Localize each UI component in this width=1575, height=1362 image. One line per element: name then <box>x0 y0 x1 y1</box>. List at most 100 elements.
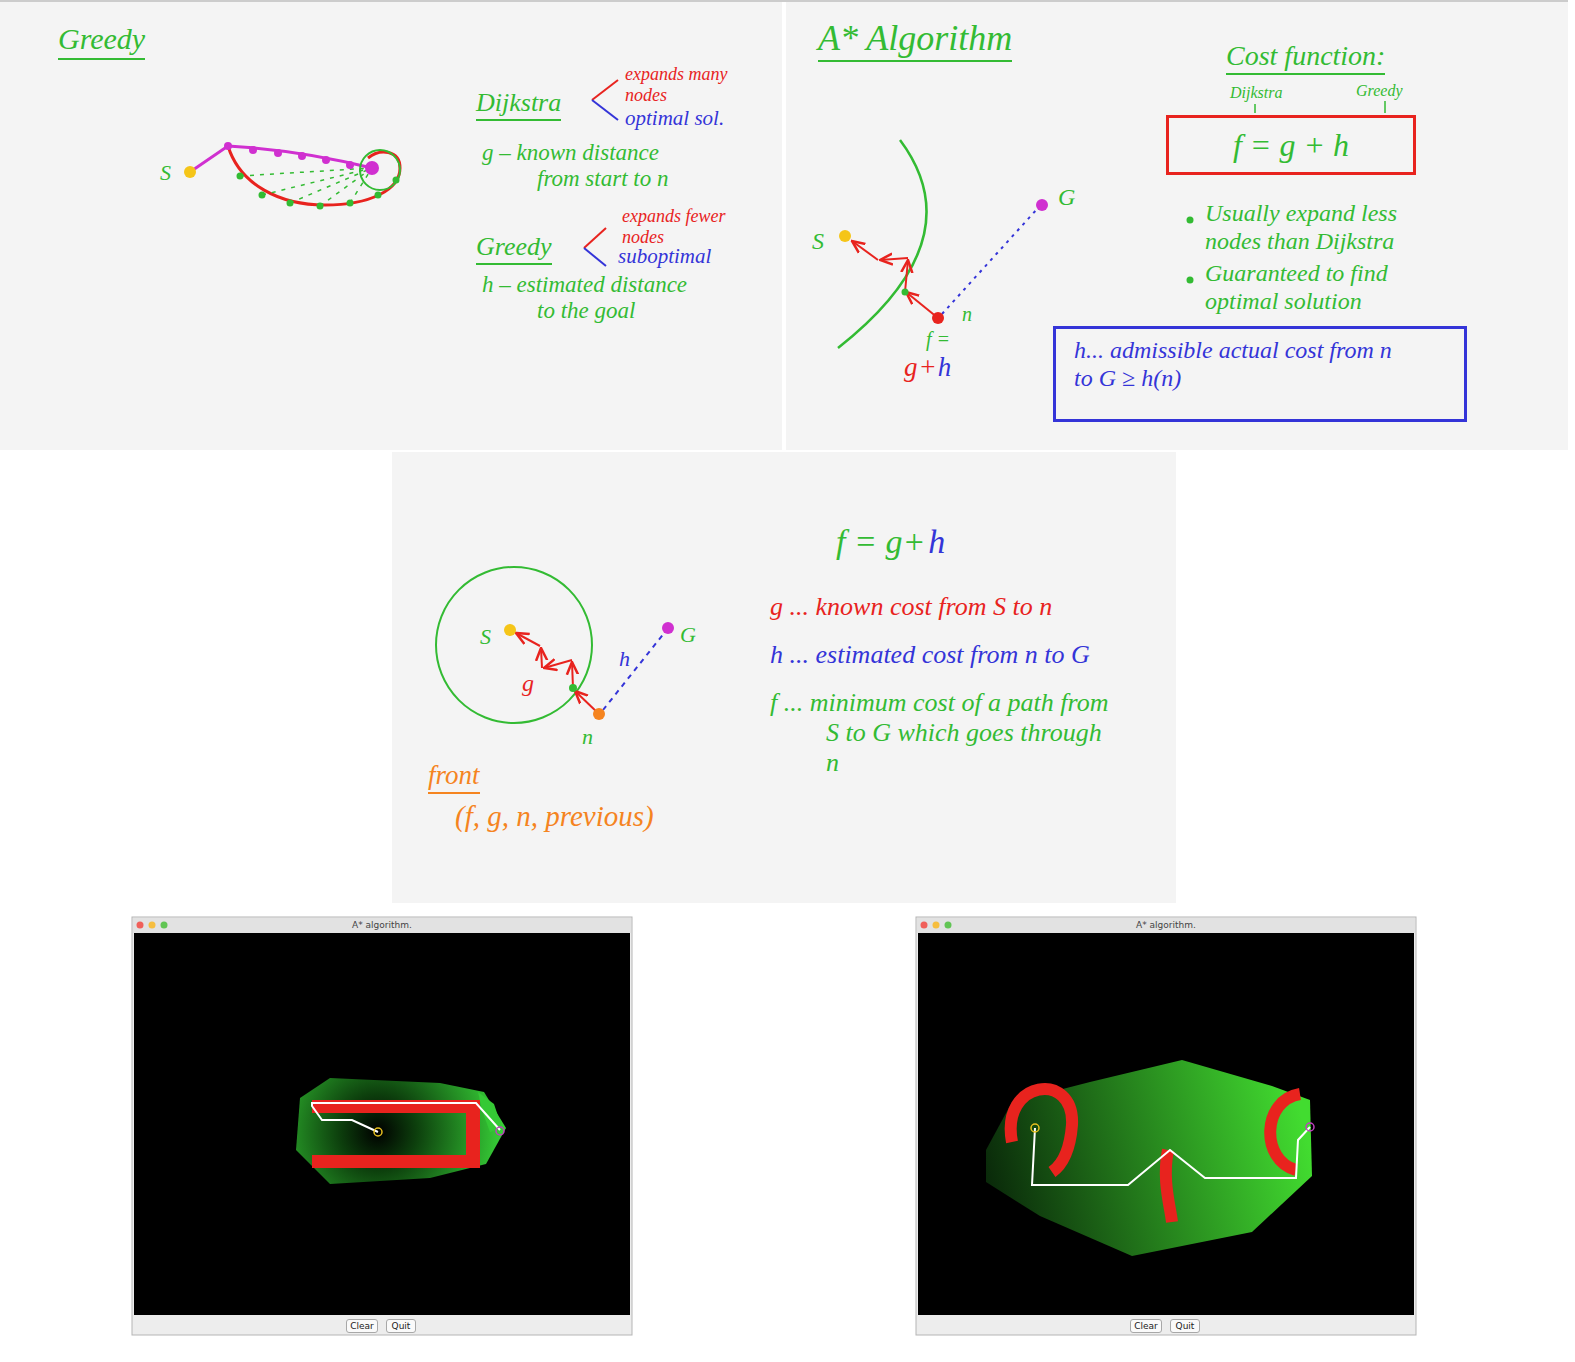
heuristic-line <box>603 632 665 710</box>
canvas <box>134 933 630 1315</box>
goal-dot <box>1036 199 1048 211</box>
bullet <box>1187 217 1194 224</box>
definition-note: g – known distance from start to n <box>482 140 692 193</box>
path-dot <box>249 146 257 154</box>
bullet-note: Guaranteed to find optimal solution <box>1205 260 1445 315</box>
explored-region <box>478 1092 502 1132</box>
slide-panel <box>0 2 782 450</box>
back-pointer <box>880 258 908 260</box>
brace <box>584 248 606 266</box>
back-pointer <box>541 648 542 668</box>
start-dot <box>504 624 516 636</box>
path-dot <box>298 152 306 160</box>
button-label: Quit <box>1176 1322 1195 1331</box>
cost-label: g <box>522 670 534 698</box>
top-rule <box>0 0 1568 2</box>
box-text: h... admissible actual cost from n to G … <box>1074 337 1404 392</box>
obstacle <box>312 1100 480 1168</box>
obstacle <box>1011 1089 1072 1172</box>
method-name: Greedy <box>476 232 552 265</box>
node-dot <box>237 173 244 180</box>
start-marker <box>374 1128 382 1136</box>
term-tag: Dijkstra <box>1230 84 1282 102</box>
cost-label: h <box>619 646 630 671</box>
node-dot <box>569 684 577 692</box>
heuristic-line <box>942 208 1038 314</box>
node-dot <box>347 200 354 207</box>
title-bar <box>917 918 1415 933</box>
goal-spiral <box>360 150 400 190</box>
goal-marker <box>1306 1123 1314 1131</box>
node-dot <box>902 289 909 296</box>
greedy-sketch <box>184 142 400 210</box>
path-dot <box>224 142 232 150</box>
formula-term: f = g+ <box>836 522 925 561</box>
panel-heading: A* Algorithm <box>818 18 1012 62</box>
tuple-note: (f, g, n, previous) <box>455 800 654 833</box>
astar-sketch <box>838 140 1048 348</box>
window-button <box>161 922 168 929</box>
button-label: Clear <box>1134 1322 1158 1331</box>
property-note: expands fewer nodes <box>622 206 744 247</box>
note-box: h... admissible actual cost from n to G … <box>1053 326 1467 422</box>
current-dot <box>932 312 944 324</box>
app-window <box>916 917 1416 1335</box>
back-pointer <box>852 241 878 260</box>
bullet-note: Usually expand less nodes than Dijkstra <box>1205 200 1445 255</box>
property-note: optimal sol. <box>625 106 724 130</box>
title-bar <box>133 918 631 933</box>
section-heading: front <box>428 760 480 794</box>
frontier-circle <box>436 567 592 723</box>
panel-heading: Greedy <box>58 22 145 60</box>
term-tag: Greedy <box>1356 82 1403 100</box>
definition-note: h – estimated distance to the goal <box>482 272 707 325</box>
path-dot <box>322 156 330 164</box>
window-button <box>137 922 144 929</box>
formula-term: f = <box>926 328 950 351</box>
node-dot <box>375 192 382 199</box>
window-button <box>149 922 156 929</box>
obstacle <box>1166 1150 1172 1222</box>
goal-dot <box>365 161 379 175</box>
node-dot <box>317 203 324 210</box>
app-window <box>132 917 632 1335</box>
formula-box: f = g + h <box>1166 115 1416 175</box>
brace <box>584 228 606 248</box>
current-dot <box>593 708 605 720</box>
push-button: Clear <box>346 1319 378 1333</box>
back-pointer <box>516 633 540 646</box>
dashed-links <box>240 168 372 206</box>
slide-panel <box>786 2 1568 450</box>
button-label: Clear <box>350 1322 374 1331</box>
obstacle <box>1270 1094 1300 1170</box>
push-button: Quit <box>1170 1319 1200 1333</box>
start-dot <box>839 230 851 242</box>
window-title: A* algorithm. <box>916 917 1416 933</box>
box-text: f = g + h <box>1233 127 1349 164</box>
window-button <box>933 922 940 929</box>
app-window: A* algorithm.ClearQuit <box>132 917 632 1335</box>
bullet <box>1187 277 1194 284</box>
goal-marker <box>496 1127 504 1135</box>
explored-region <box>296 1078 506 1184</box>
definition-note: g ... known cost from S to n <box>770 592 1052 622</box>
definition-note: h ... estimated cost from n to G <box>770 640 1090 670</box>
tick-mark <box>1254 104 1256 113</box>
point-label: n <box>582 724 593 749</box>
button-label: Quit <box>392 1322 411 1331</box>
frontier-arc <box>838 140 927 348</box>
found-path <box>312 1103 500 1132</box>
found-path <box>1032 1127 1310 1185</box>
window-frame <box>132 917 632 1335</box>
explored-region <box>986 1060 1312 1256</box>
path-dot <box>346 161 354 169</box>
point-label: n <box>962 303 972 326</box>
canvas <box>918 933 1414 1315</box>
start-marker <box>1031 1124 1039 1132</box>
formula-term: h <box>938 352 952 383</box>
greedy-path <box>190 146 372 172</box>
formula-term: g <box>904 352 918 383</box>
window-frame <box>916 917 1416 1335</box>
cost-sketch <box>436 567 674 723</box>
